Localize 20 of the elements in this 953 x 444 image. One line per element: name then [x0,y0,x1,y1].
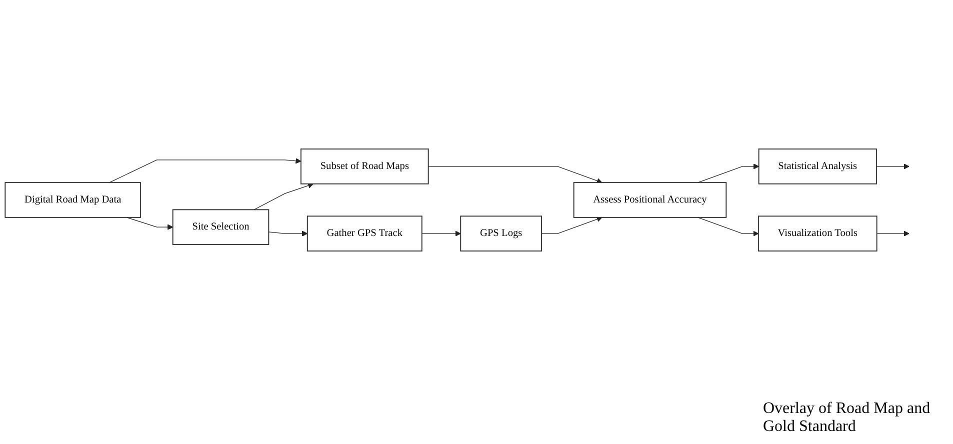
arrow [876,230,910,236]
node-box: Site Selection [172,209,270,246]
arrow [254,182,314,210]
arrow [541,216,602,234]
node-box: Digital Road Map Data [4,182,142,218]
arrow [422,230,461,236]
arrow [698,164,760,183]
node-box: GPS Logs [460,216,542,252]
node-box: Subset of Road Maps [300,148,429,184]
note-text: Overlay of Road Map and Gold Standard [763,400,932,436]
arrow [698,217,759,236]
arrow [268,230,308,236]
node-box: Statistical Analysis [758,148,877,184]
arrow [109,158,302,183]
arrow [876,164,910,170]
arrow [126,217,174,230]
node-box: Assess Positional Accuracy [573,182,727,218]
node-box: Visualization Tools [758,216,878,252]
node-box: Gather GPS Track [306,216,422,252]
arrow [428,166,602,184]
